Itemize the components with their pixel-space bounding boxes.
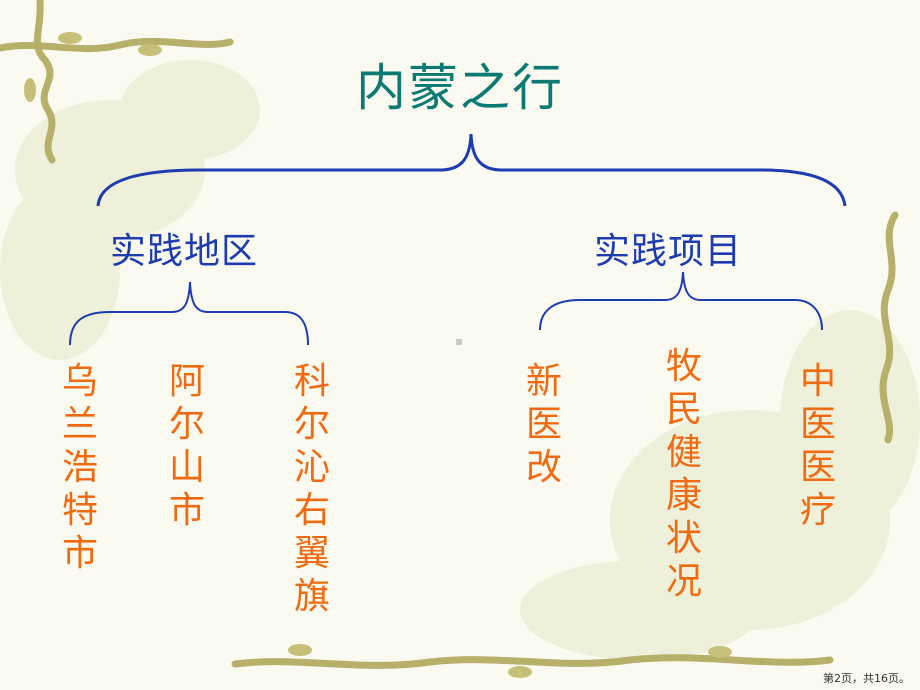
page-footer: 第2页，共16页。 bbox=[823, 672, 910, 685]
vine-leaves-bottom bbox=[288, 644, 732, 678]
category-region: 实践地区 bbox=[110, 231, 259, 272]
left-brace bbox=[69, 281, 309, 346]
top-brace bbox=[96, 133, 847, 207]
project-item-herdsmen-health: 牧 民 健 康 状 况 bbox=[665, 346, 702, 602]
vine-leaves bbox=[24, 32, 162, 102]
flower-decoration bbox=[0, 60, 920, 660]
category-project: 实践项目 bbox=[594, 231, 743, 272]
project-item-tcm-treatment: 中 医 医 疗 bbox=[799, 361, 836, 531]
region-item-keerqin: 科 尔 沁 右 翼 旗 bbox=[293, 361, 330, 617]
region-item-wulanhaote: 乌 兰 浩 特 市 bbox=[61, 361, 98, 574]
right-brace bbox=[539, 271, 823, 331]
region-item-aershan: 阿 尔 山 市 bbox=[168, 361, 205, 531]
project-item-new-healthcare-reform: 新 医 改 bbox=[525, 361, 562, 488]
vine-decoration-right bbox=[879, 211, 899, 444]
vine-decoration bbox=[0, 0, 234, 164]
diagram-title: 内蒙之行 bbox=[356, 59, 564, 117]
vine-decoration-bottom bbox=[231, 654, 834, 669]
center-marker bbox=[456, 339, 462, 345]
